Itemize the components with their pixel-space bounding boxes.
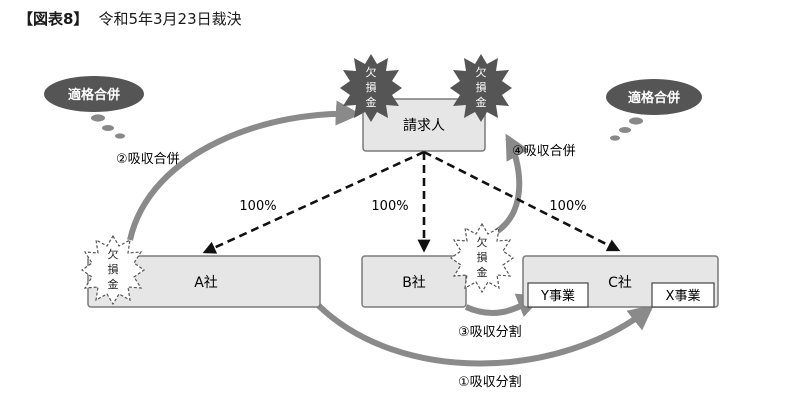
badge-char-3: 金 <box>108 277 119 291</box>
figure-label: 【図表8】 <box>18 10 89 28</box>
ownership-label-b: 100% <box>371 199 408 214</box>
badge-char-3: 金 <box>476 95 487 109</box>
bubble-left-dot-3 <box>115 133 125 139</box>
bubble-right: 適格合併 <box>606 79 702 141</box>
badge-char-3: 金 <box>366 95 377 109</box>
transaction-4-label: ④吸収合併 <box>512 144 576 159</box>
badge-char-3: 金 <box>477 265 488 279</box>
arrow-split-1 <box>315 302 654 367</box>
bubble-right-dot-3 <box>610 135 620 141</box>
burst-outline <box>449 222 515 294</box>
bubble-right-dot-2 <box>619 127 631 133</box>
arrow-merger-4 <box>494 133 529 235</box>
ownership-arrow-c <box>423 150 621 252</box>
bubble-left-label: 適格合併 <box>68 87 120 103</box>
x-business-box <box>651 282 715 308</box>
loss-badge-claimant-right: 欠 損 金 <box>450 54 512 122</box>
transaction-3-label: ③吸収分割 <box>458 324 522 340</box>
burst-shape <box>340 54 402 122</box>
badge-char-1: 欠 <box>477 235 488 249</box>
ownership-label-a: 100% <box>239 199 276 214</box>
bubble-left-shape <box>44 76 144 112</box>
badge-char-1: 欠 <box>108 247 119 261</box>
bubble-right-label: 適格合併 <box>628 90 680 106</box>
transaction-2-label: ②吸収合併 <box>116 152 180 167</box>
x-business-label: X事業 <box>666 288 701 304</box>
burst-outline <box>80 234 146 306</box>
company-a-box <box>87 255 321 308</box>
badge-char-2: 損 <box>108 262 119 276</box>
company-b-label: B社 <box>402 275 426 291</box>
ownership-label-c: 100% <box>549 199 586 214</box>
burst-shape <box>450 54 512 122</box>
bubble-left: 適格合併 <box>44 76 144 139</box>
y-business-box <box>527 282 589 308</box>
transaction-1-label: ①吸収分割 <box>458 374 522 390</box>
y-business-label: Y事業 <box>540 288 575 304</box>
bubble-left-dot-2 <box>102 125 114 131</box>
loss-badge-b: 欠 損 金 <box>449 222 515 294</box>
bubble-right-shape <box>606 79 702 115</box>
badge-char-2: 損 <box>366 80 377 94</box>
loss-badge-claimant-left: 欠 損 金 <box>340 54 402 122</box>
company-c-label: C社 <box>608 275 632 291</box>
badge-char-1: 欠 <box>366 65 377 79</box>
figure-title-text: 令和5年3月23日裁決 <box>98 10 242 28</box>
claimant-label: 請求人 <box>403 118 445 134</box>
badge-char-2: 損 <box>477 250 488 264</box>
claimant-box <box>362 98 486 152</box>
company-a-label: A社 <box>194 275 218 291</box>
badge-char-2: 損 <box>476 80 487 94</box>
loss-badge-a: 欠 損 金 <box>80 234 146 306</box>
bubble-right-dot-1 <box>629 117 643 125</box>
ownership-arrow-a <box>202 150 425 254</box>
badge-char-1: 欠 <box>476 65 487 79</box>
figure-title: 【図表8】令和5年3月23日裁決 <box>18 8 242 29</box>
bubble-left-dot-1 <box>91 114 105 122</box>
arrow-merger-2 <box>127 100 362 241</box>
